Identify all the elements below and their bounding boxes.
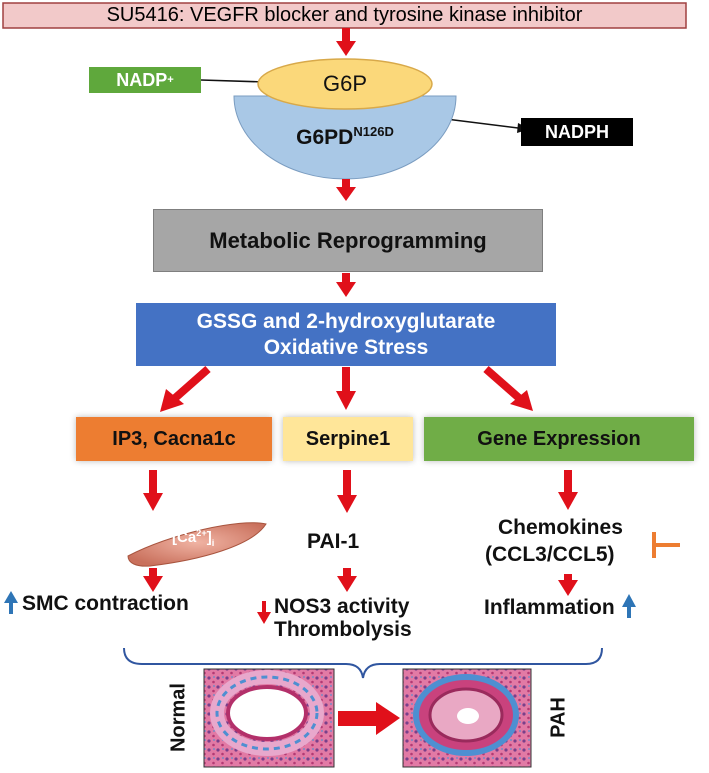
stress-line1: GSSG and 2-hydroxyglutarate	[196, 309, 496, 333]
arrow-chemokines-to-inflammation	[558, 574, 578, 596]
arrow-stress-to-gene-expression	[483, 365, 533, 411]
metabolic-label: Metabolic Reprogramming	[209, 227, 487, 253]
chemokines-label: Chemokines	[498, 516, 623, 539]
cell-sup: 2+	[196, 528, 207, 538]
nadp-connector-line	[200, 79, 266, 83]
normal-label: Normal	[167, 683, 190, 752]
g6pd-bowl	[233, 95, 457, 180]
up-arrow-inflammation-icon	[622, 594, 636, 618]
g6p-ellipse	[257, 58, 433, 110]
normal-tissue-image	[203, 668, 335, 768]
ip3-box: IP3, Cacna1c	[76, 417, 272, 461]
inhibition-icon	[652, 532, 680, 558]
arrow-g6pd-to-metabolic	[336, 179, 356, 201]
g6pd-sup: N126D	[353, 124, 394, 139]
pai1-label: PAI-1	[307, 530, 360, 553]
smc-contraction-label: SMC contraction	[22, 592, 189, 615]
nadp-sup: +	[167, 74, 174, 86]
arrow-serpine1-to-pai1	[337, 470, 357, 513]
arrow-cell-to-smc	[143, 568, 163, 592]
g6pd-label: G6PD	[296, 126, 354, 149]
g6p-label: G6P	[322, 71, 368, 96]
gene-expression-label: Gene Expression	[477, 427, 641, 450]
nadph-box: NADPH	[521, 118, 633, 146]
stress-box: GSSG and 2-hydroxyglutarate Oxidative St…	[136, 303, 556, 366]
nadp-box: NADP+	[89, 67, 201, 93]
arrow-header-to-g6p	[336, 28, 356, 56]
header-box	[2, 2, 687, 29]
bottom-brace	[123, 647, 603, 679]
smooth-muscle-cell-icon	[127, 522, 267, 567]
arrow-metabolic-to-stress	[336, 273, 356, 297]
cell-calcium-label: [Ca2+]i	[172, 528, 214, 548]
arrow-normal-to-pah	[338, 702, 400, 735]
inflammation-label: Inflammation	[484, 596, 615, 619]
nadp-label: NADP	[116, 69, 168, 90]
thrombolysis-label: Thrombolysis	[274, 618, 412, 641]
cell-close: ]	[206, 529, 212, 546]
nadph-label: NADPH	[544, 121, 609, 142]
pah-tissue-image	[402, 668, 532, 768]
arrow-pai1-to-nos3	[337, 568, 357, 592]
up-arrow-smc-icon	[4, 591, 18, 614]
arrow-stress-to-ip3	[160, 366, 211, 412]
down-arrow-nos3-icon	[257, 601, 271, 624]
arrow-stress-to-serpine1	[336, 367, 356, 410]
gene-expression-box: Gene Expression	[424, 417, 694, 461]
g6pd-label-group: G6PDN126D	[250, 124, 440, 150]
pah-label: PAH	[547, 697, 570, 738]
serpine1-box: Serpine1	[283, 417, 413, 461]
cell-sub: i	[211, 538, 215, 548]
arrow-ip3-to-cell	[143, 470, 163, 511]
ip3-label: IP3, Cacna1c	[112, 427, 236, 450]
cell-label: [Ca	[172, 529, 197, 546]
metabolic-box: Metabolic Reprogramming	[153, 209, 543, 272]
serpine1-label: Serpine1	[305, 427, 391, 450]
nos3-label: NOS3 activity	[274, 595, 410, 618]
stress-line2: Oxidative Stress	[263, 335, 429, 359]
arrow-gene-to-chemokines	[558, 470, 578, 510]
ccl-label: (CCL3/CCL5)	[485, 543, 615, 566]
header-title: SU5416: VEGFR blocker and tyrosine kinas…	[106, 4, 583, 26]
